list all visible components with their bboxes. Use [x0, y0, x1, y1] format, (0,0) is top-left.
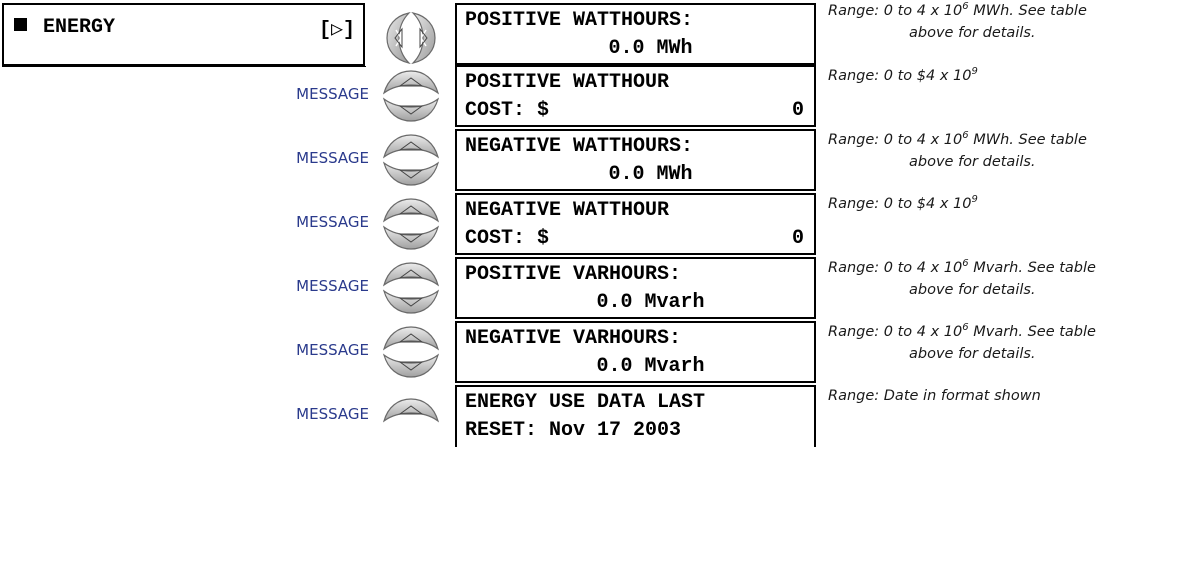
menu-row: MESSAGE POSITIVE WATTHOUR COST: $ 0 Range: …: [0, 65, 1179, 127]
menu-row: MESSAGE NEGATIVE WATTHOUR COST: $ 0 Range: …: [0, 193, 1179, 255]
range-text: Range: 0 to 4 x 10: [828, 3, 963, 19]
range-description: Range: Date in format shown: [828, 385, 1173, 407]
range-unit-text: MWh. See table: [968, 3, 1087, 19]
left-right-arrow-keys-icon[interactable]: [381, 10, 441, 66]
range-unit-text: MWh. See table: [968, 132, 1087, 148]
range-text: Range: 0 to 4 x 10: [828, 132, 963, 148]
lcd-line-2-right-value: 0: [791, 99, 804, 122]
message-key-label: MESSAGE: [296, 405, 369, 423]
range-note: above for details.: [909, 25, 1036, 41]
lcd-display: POSITIVE WATTHOURS: 0.0 MWh: [455, 3, 816, 65]
lcd-line-2-value: 0.0 Mvarh: [596, 291, 705, 314]
header-rule: [2, 66, 366, 67]
lcd-line-2-value: RESET: Nov 17 2003: [465, 419, 682, 442]
lcd-line-1: POSITIVE WATTHOUR: [465, 71, 670, 94]
menu-row: MESSAGE POSITIVE VARHOURS: 0.0 Mvarh Range…: [0, 257, 1179, 319]
lcd-line-2-right-value: 0: [791, 227, 804, 250]
bullet-icon: [14, 18, 27, 31]
lcd-line-2-value: COST: $: [465, 99, 550, 122]
lcd-line-1: POSITIVE WATTHOURS:: [465, 9, 694, 32]
range-unit-text: Mvarh. See table: [968, 324, 1096, 340]
range-exponent: 9: [971, 66, 978, 78]
up-down-arrow-keys-icon[interactable]: [380, 195, 442, 253]
range-exponent: 6: [962, 322, 969, 334]
menu-row: MESSAGE ENERGY USE DATA LAST RESET: Nov 1…: [0, 385, 1179, 447]
up-down-arrow-keys-icon[interactable]: [380, 323, 442, 381]
lcd-display: NEGATIVE VARHOURS: 0.0 Mvarh: [455, 321, 816, 383]
range-description: Range: 0 to 4 x 106 MWh. See table above …: [828, 0, 1173, 44]
lcd-line-2-value: COST: $: [465, 227, 550, 250]
up-down-arrow-keys-icon[interactable]: [380, 259, 442, 317]
lcd-line-1: NEGATIVE VARHOURS:: [465, 327, 682, 350]
range-unit-text: Mvarh. See table: [968, 260, 1096, 276]
range-exponent: 6: [962, 1, 969, 13]
up-arrow-key-icon[interactable]: [380, 387, 442, 445]
range-note: above for details.: [909, 282, 1036, 298]
range-note: above for details.: [909, 154, 1036, 170]
range-description: Range: 0 to 4 x 106 Mvarh. See table abov…: [828, 321, 1173, 365]
range-text: Range: 0 to $4 x 10: [828, 196, 972, 212]
range-text: Range: Date in format shown: [828, 388, 1041, 404]
range-text: Range: 0 to $4 x 10: [828, 68, 972, 84]
message-key-label: MESSAGE: [296, 149, 369, 167]
header-title-text: ENERGY: [43, 16, 116, 39]
energy-header-box: ENERGY [▷]: [2, 3, 365, 66]
range-text: Range: 0 to 4 x 10: [828, 260, 963, 276]
lcd-line-1: NEGATIVE WATTHOURS:: [465, 135, 694, 158]
lcd-display: ENERGY USE DATA LAST RESET: Nov 17 2003: [455, 385, 816, 447]
lcd-line-1: ENERGY USE DATA LAST: [465, 391, 706, 414]
range-text: Range: 0 to 4 x 10: [828, 324, 963, 340]
lcd-display: NEGATIVE WATTHOUR COST: $ 0: [455, 193, 816, 255]
enter-arrow-indicator: [▷]: [318, 19, 355, 42]
message-key-label: MESSAGE: [296, 277, 369, 295]
lcd-line-1: POSITIVE VARHOURS:: [465, 263, 682, 286]
range-description: Range: 0 to $4 x 109: [828, 65, 1173, 87]
message-key-label: MESSAGE: [296, 341, 369, 359]
range-exponent: 6: [962, 258, 969, 270]
message-key-label: MESSAGE: [296, 213, 369, 231]
lcd-line-2-value: 0.0 Mvarh: [596, 355, 705, 378]
lcd-display: NEGATIVE WATTHOURS: 0.0 MWh: [455, 129, 816, 191]
menu-row: MESSAGE NEGATIVE WATTHOURS: 0.0 MWh Range:…: [0, 129, 1179, 191]
range-note: above for details.: [909, 346, 1036, 362]
range-description: Range: 0 to $4 x 109: [828, 193, 1173, 215]
up-down-arrow-keys-icon[interactable]: [380, 67, 442, 125]
lcd-line-1: NEGATIVE WATTHOUR: [465, 199, 670, 222]
menu-row: MESSAGE NEGATIVE VARHOURS: 0.0 Mvarh Range…: [0, 321, 1179, 383]
lcd-display: POSITIVE WATTHOUR COST: $ 0: [455, 65, 816, 127]
lcd-display: POSITIVE VARHOURS: 0.0 Mvarh: [455, 257, 816, 319]
lcd-line-2-value: 0.0 MWh: [608, 37, 693, 60]
range-description: Range: 0 to 4 x 106 Mvarh. See table abov…: [828, 257, 1173, 301]
header-title: ENERGY: [14, 16, 115, 39]
lcd-line-2-value: 0.0 MWh: [608, 163, 693, 186]
menu-row: POSITIVE WATTHOURS: 0.0 MWh Range: 0 to 4 …: [0, 0, 1179, 65]
range-exponent: 6: [962, 130, 969, 142]
up-down-arrow-keys-icon[interactable]: [380, 131, 442, 189]
range-description: Range: 0 to 4 x 106 MWh. See table above …: [828, 129, 1173, 173]
range-exponent: 9: [971, 194, 978, 206]
message-key-label: MESSAGE: [296, 85, 369, 103]
